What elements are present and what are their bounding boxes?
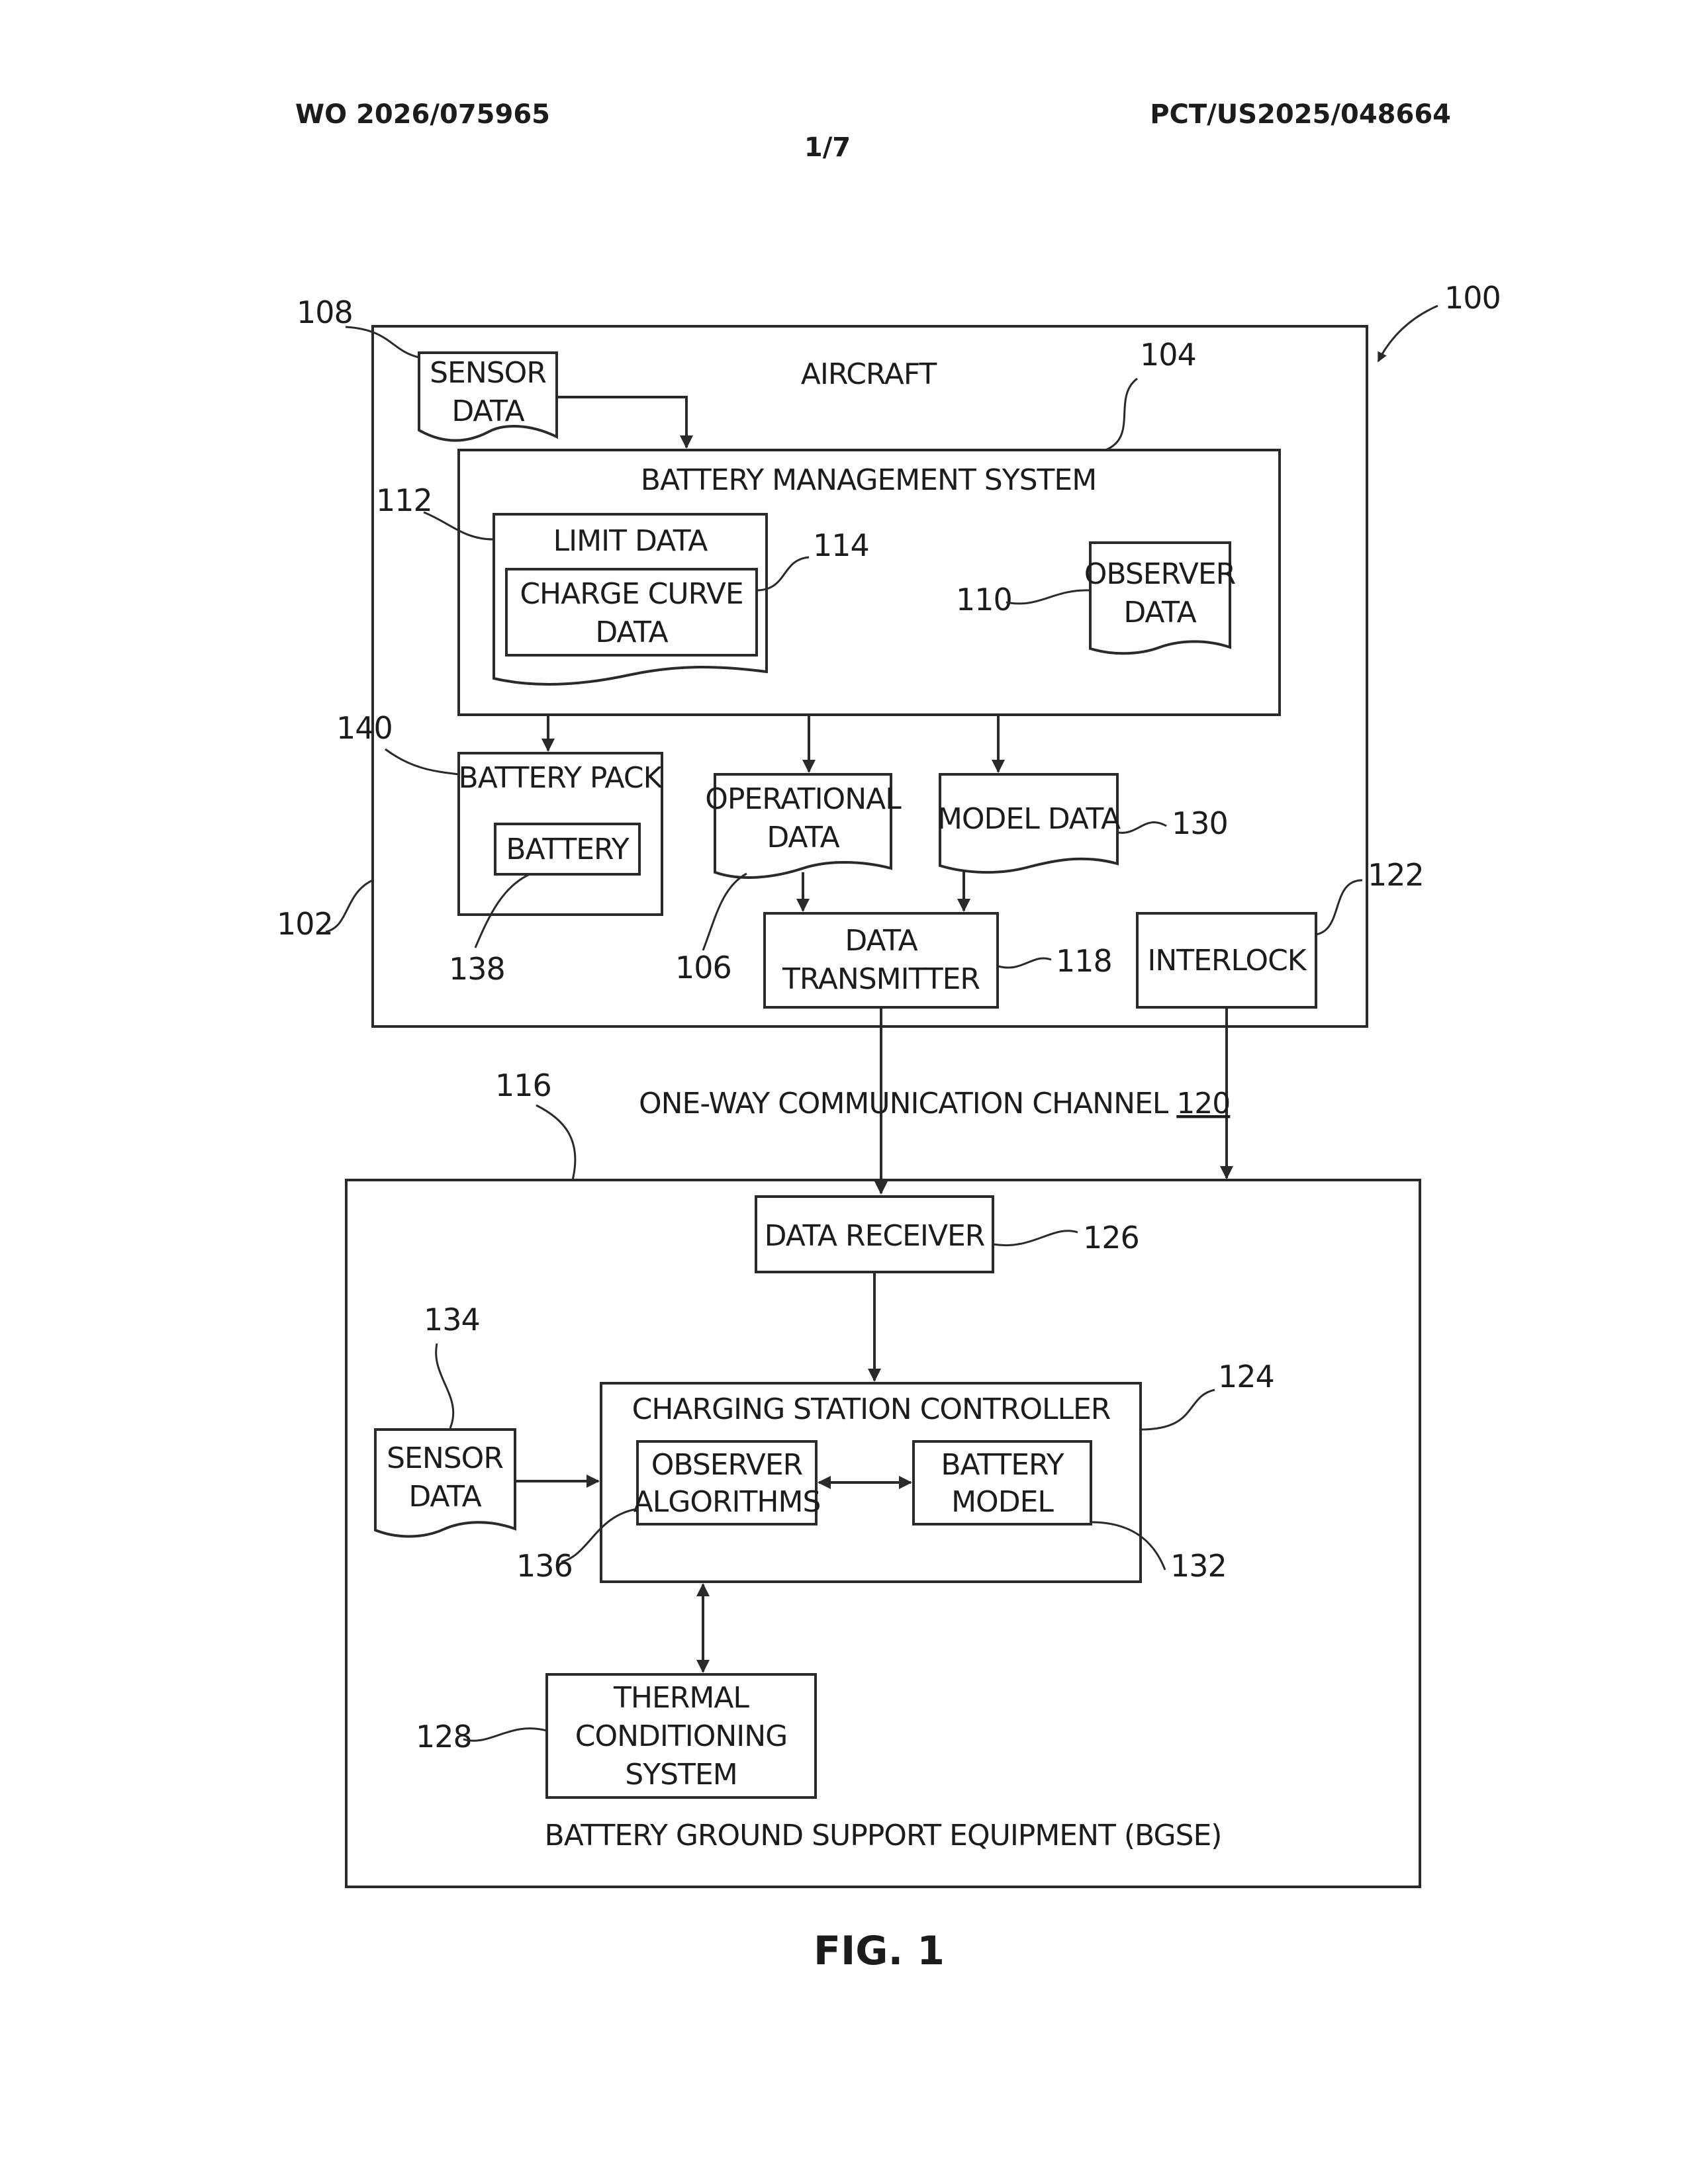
charging-station-controller-leader [1141,1390,1215,1430]
data-receiver-ref: 126 [1083,1220,1139,1255]
data-transmitter-line1: DATA [845,924,917,958]
observer-data-leader [1006,590,1090,604]
data-transmitter-ref: 118 [1056,943,1112,979]
interlock-ref: 122 [1368,857,1424,893]
model-data-leader [1119,822,1166,833]
data-transmitter-line2: TRANSMITTER [782,962,980,996]
operational-data-ref: 106 [675,950,731,985]
bgse-sensor-data-line2: DATA [408,1480,481,1514]
observer-data-line2: DATA [1123,596,1196,629]
bms-ref: 104 [1140,337,1196,373]
data-transmitter-leader [998,958,1051,968]
bgse-ref: 116 [495,1068,551,1103]
observer-algorithms-ref: 136 [516,1548,573,1584]
sheet-number: 1/7 [804,132,851,163]
aircraft-ref: 102 [277,906,333,942]
channel-label: ONE-WAY COMMUNICATION CHANNEL 120 [639,1087,1230,1120]
aircraft-sensor-data-line2: DATA [451,394,524,428]
interlock-leader [1316,880,1362,934]
observer-data-line1: OBSERVER [1084,557,1236,591]
operational-data-leader [703,874,747,950]
battery-model-line1: BATTERY [941,1448,1064,1482]
aircraft-title: AIRCRAFT [801,357,937,391]
thermal-line2: CONDITIONING [575,1719,788,1753]
observer-data-ref: 110 [956,582,1012,617]
battery-pack-label: BATTERY PACK [459,761,663,795]
battery-pack-ref: 140 [336,710,393,746]
data-receiver-label: DATA RECEIVER [765,1219,985,1253]
battery-model-ref: 132 [1170,1548,1227,1584]
model-data-label: MODEL DATA [937,802,1121,836]
charge-curve-data-line1: CHARGE CURVE [520,577,743,611]
model-data-ref: 130 [1172,805,1228,841]
bms-title: BATTERY MANAGEMENT SYSTEM [641,463,1096,497]
interlock-label: INTERLOCK [1147,944,1307,978]
thermal-leader [463,1729,547,1741]
figure-label: FIG. 1 [814,1928,945,1974]
aircraft-sensor-data-ref: 108 [297,295,353,330]
thermal-ref: 128 [416,1719,472,1754]
data-receiver-leader [993,1231,1078,1246]
figure-ref-100-arrow [1378,306,1438,361]
observer-algorithms-line1: OBSERVER [651,1448,803,1482]
observer-algorithms-line2: ALGORITHMS [633,1485,821,1519]
charging-station-controller-title: CHARGING STATION CONTROLLER [632,1392,1111,1426]
aircraft-sensor-data-leader [346,327,419,357]
bgse-box [346,1180,1420,1887]
bgse-leader [536,1105,575,1180]
charging-station-controller-ref: 124 [1218,1359,1274,1394]
battery-model-line2: MODEL [951,1485,1054,1519]
operational-data-line1: OPERATIONAL [705,782,902,816]
battery-label: BATTERY [506,833,629,866]
bms-leader [1105,379,1137,450]
application-number: PCT/US2025/048664 [1150,99,1451,130]
aircraft-sensor-data-line1: SENSOR [430,356,546,390]
figure-ref-100: 100 [1444,280,1501,316]
limit-data-label: LIMIT DATA [553,524,708,558]
observer-algorithms-leader [561,1509,637,1562]
charge-curve-data-line2: DATA [595,615,668,649]
bgse-sensor-data-line1: SENSOR [387,1441,503,1475]
bgse-sensor-data-ref: 134 [424,1302,480,1338]
battery-ref: 138 [449,951,505,987]
battery-model-leader [1091,1522,1165,1570]
thermal-line1: THERMAL [613,1681,749,1715]
operational-data-line2: DATA [767,821,839,854]
battery-leader [475,874,530,948]
thermal-line3: SYSTEM [625,1758,737,1792]
charge-curve-data-ref: 114 [813,527,869,563]
publication-number: WO 2026/075965 [295,99,550,130]
bgse-sensor-data-leader [436,1343,453,1428]
battery-pack-leader [385,749,459,774]
sensor-to-bms-arrow [557,397,686,447]
bgse-title: BATTERY GROUND SUPPORT EQUIPMENT (BGSE) [545,1819,1222,1852]
